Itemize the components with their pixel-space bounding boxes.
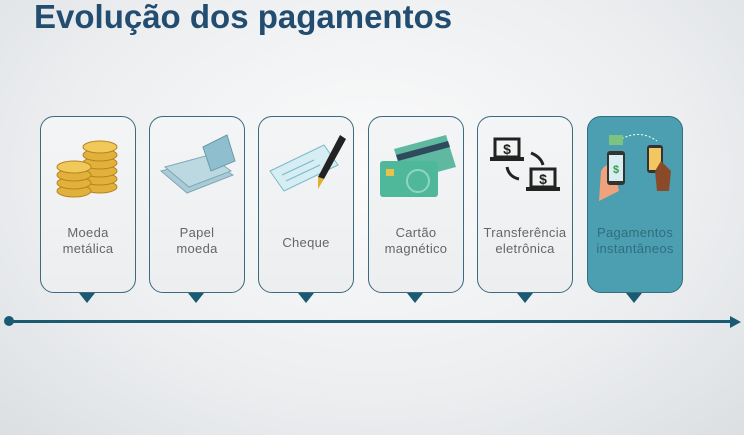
page-title: Evolução dos pagamentos (34, 0, 453, 35)
timeline-marker (626, 293, 642, 303)
banknotes-icon (159, 134, 236, 194)
svg-text:$: $ (503, 141, 511, 157)
timeline-marker (298, 293, 314, 303)
timeline-line (9, 320, 731, 323)
timeline-marker (79, 293, 95, 303)
timeline-arrow-icon (730, 316, 741, 328)
step-label: Cheque (282, 235, 330, 250)
cheque-pen-icon (269, 135, 346, 192)
coins-icon (56, 140, 118, 198)
timeline-marker (188, 293, 204, 303)
laptops-transfer-icon: $ $ (490, 137, 560, 191)
step-card-cheque: Cheque (258, 116, 354, 293)
timeline-marker (517, 293, 533, 303)
phones-payment-icon: $ (599, 134, 671, 201)
timeline-marker (407, 293, 423, 303)
svg-text:$: $ (539, 171, 547, 187)
credit-cards-icon (380, 135, 456, 197)
svg-text:$: $ (613, 164, 619, 176)
